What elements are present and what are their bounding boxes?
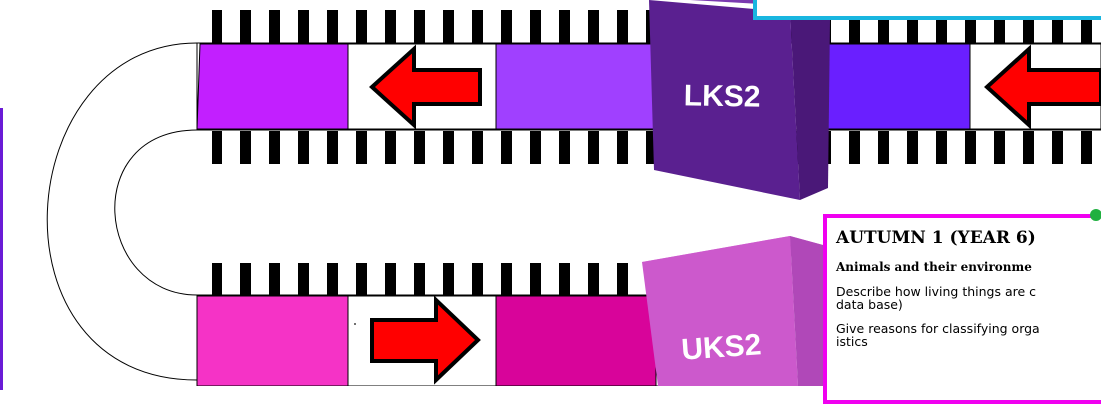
top-lane-segment-1 xyxy=(196,43,349,130)
card-line-2: data base) xyxy=(836,297,903,312)
left-edge-bar xyxy=(0,108,3,390)
top-lane-segment-3 xyxy=(809,43,971,130)
right-arrow-icon xyxy=(370,295,481,385)
bottom-lane-segment-1 xyxy=(196,295,349,386)
card-topic: Animals and their environme xyxy=(836,260,1032,274)
pathway-diagram: LKS2 UKS2 xyxy=(46,0,1101,386)
uks2-sign: UKS2 xyxy=(642,236,834,386)
top-lane-segment-2 xyxy=(495,43,655,130)
card-line-3: Give reasons for classifying orga xyxy=(836,321,1040,336)
card-line-1: Describe how living things are c xyxy=(836,284,1037,299)
track-ties-bottom-upper xyxy=(212,263,632,295)
left-arrow-icon xyxy=(369,44,482,130)
lks2-sign: LKS2 xyxy=(649,0,830,200)
bottom-lane xyxy=(196,294,668,386)
u-turn-road xyxy=(46,42,198,381)
card-handle-dot[interactable] xyxy=(1090,209,1101,221)
top-info-box xyxy=(753,0,1101,20)
left-arrow-icon xyxy=(984,44,1101,130)
dot-mark xyxy=(354,323,356,325)
lks2-sign-label: LKS2 xyxy=(684,79,761,113)
lks2-sign-front xyxy=(649,0,800,200)
card-title: AUTUMN 1 (YEAR 6) xyxy=(836,228,1036,248)
uks2-sign-label: UKS2 xyxy=(680,328,762,367)
uks2-sign-front xyxy=(642,236,798,386)
top-lane xyxy=(196,42,1101,131)
card-line-4: istics xyxy=(836,334,868,349)
term-info-card: AUTUMN 1 (YEAR 6) Animals and their envi… xyxy=(823,214,1101,404)
bottom-lane-segment-2 xyxy=(495,295,657,386)
lks2-sign-side xyxy=(790,12,830,200)
u-turn-road-inner xyxy=(114,129,198,296)
